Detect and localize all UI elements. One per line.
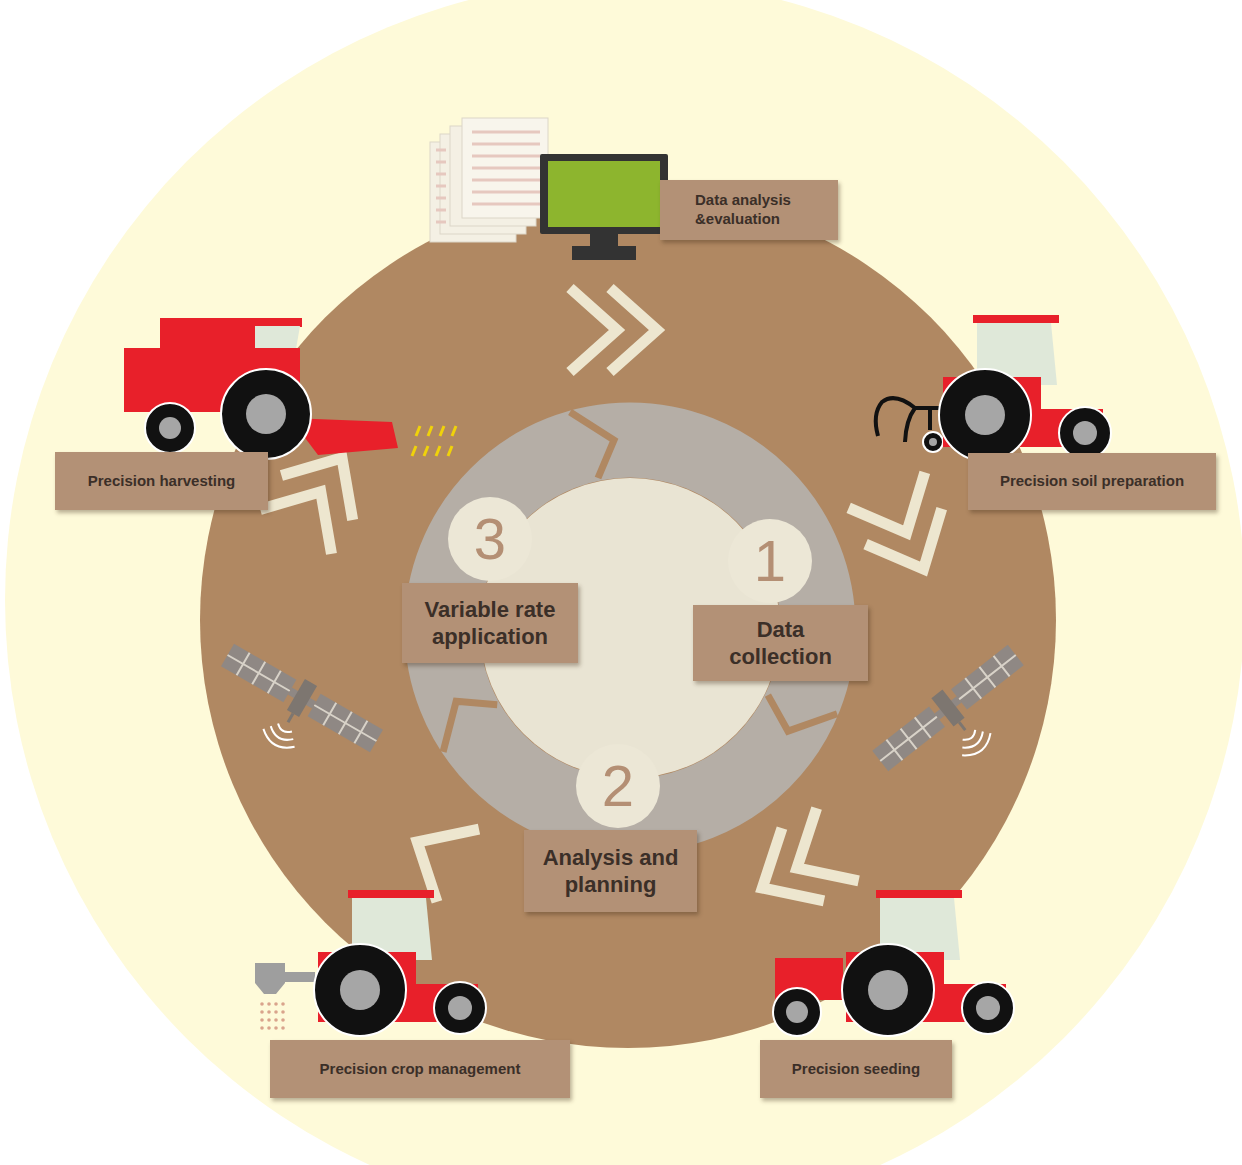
combine-harvester [160,318,302,327]
stage-label-box: Precision crop management [270,1040,570,1098]
monitor-icon [540,154,668,234]
field-disc [200,192,1056,1048]
crop-tractor [274,1018,278,1022]
inner-cycle-ring [570,412,614,478]
crop-tractor [267,1026,271,1030]
crop-tractor [255,890,486,1036]
combine-harvester [145,403,195,453]
crop-tractor [260,1002,285,1030]
box-label: Variable rate application [414,596,566,651]
monitor-icon [540,154,668,260]
documents-icon [462,118,548,218]
crop-tractor [274,1026,278,1030]
documents-icon [436,150,446,222]
combine-harvester [412,426,456,456]
crop-tractor [314,890,486,1036]
inner-cycle-ring [758,673,837,748]
outer-ground [5,0,1242,1165]
monitor-icon [548,161,660,227]
crop-tractor [260,1010,264,1014]
documents-icon [472,132,540,204]
box-label: Precision seeding [772,1060,940,1079]
combine-harvester [221,369,311,459]
stage-label-box: Precision soil preparation [968,453,1216,510]
soil-tractor [939,315,1111,461]
box-label: Data collection [713,616,848,671]
seeding-tractor [786,1001,808,1023]
step-box: 2Analysis and planning [524,830,697,912]
flow-chevrons [570,288,657,372]
seeding-tractor [773,890,1014,1036]
crop-tractor [260,1018,264,1022]
monitor-icon [590,234,618,246]
crop-tractor [274,1010,278,1014]
stage-label-box: Data analysis &evaluation [660,180,838,240]
box-label: Precision soil preparation [980,472,1204,491]
crop-tractor [281,1026,285,1030]
flow-chevrons [849,472,962,586]
crop-tractor [260,1026,264,1030]
crop-tractor [285,972,315,982]
monitor-icon [572,246,636,260]
step-box: 3Variable rate application [402,583,578,663]
box-label: Analysis and planning [532,844,689,899]
combine-harvester [246,394,286,434]
crop-tractor [267,1010,271,1014]
soil-tractor [876,315,1111,461]
step-number: 1 [728,519,812,603]
box-label: Precision crop management [282,1060,558,1079]
step-box: 1Data collection [693,605,868,681]
crop-tractor [281,1002,285,1006]
documents-icon [430,118,548,242]
crop-tractor [281,1018,285,1022]
crop-tractor [274,1002,278,1006]
inner-cycle-ring [430,690,506,752]
soil-tractor [929,438,937,446]
crop-tractor [281,1010,285,1014]
crop-tractor [267,1018,271,1022]
box-label: Data analysis &evaluation [695,191,828,229]
flow-chevrons [396,806,479,902]
stage-label-box: Precision seeding [760,1040,952,1098]
box-label: Precision harvesting [67,472,256,491]
crop-tractor [255,963,285,994]
step-number: 3 [448,497,532,581]
seeding-tractor [842,890,1014,1036]
crop-tractor [260,1002,264,1006]
combine-harvester [124,318,456,459]
satellites [869,641,1049,804]
stage-label-box: Precision harvesting [55,452,268,510]
flow-chevrons [741,808,858,924]
flow-chevrons [260,288,961,924]
seeding-tractor [773,988,821,1036]
step-number: 2 [576,744,660,828]
soil-tractor [923,432,943,452]
combine-harvester [159,417,181,439]
satellites [201,639,386,787]
crop-tractor [267,1002,271,1006]
